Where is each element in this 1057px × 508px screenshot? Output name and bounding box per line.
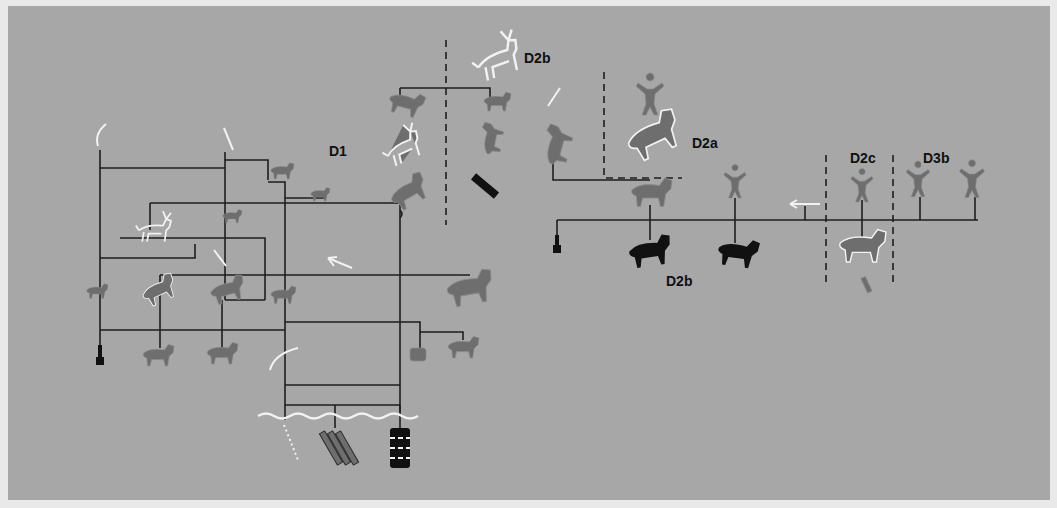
bar-figure: [335, 431, 358, 465]
white-stroke: [270, 348, 298, 370]
human-figure: [959, 160, 984, 198]
phase-divider: [892, 155, 894, 287]
animal-figure: [387, 87, 427, 119]
stick-figure: [861, 276, 872, 293]
deer-outline: [465, 28, 525, 84]
goat-figure: [627, 233, 673, 268]
sequence-line: [285, 197, 325, 199]
black-figures: [96, 173, 760, 468]
sequence-line: [553, 152, 650, 180]
phase-label: D2a: [690, 135, 720, 151]
sequence-line: [150, 203, 400, 412]
animal-figure: [138, 272, 180, 309]
sequence-line: [285, 322, 420, 350]
tool-figure: [96, 345, 104, 365]
phase-label: D2b: [522, 50, 552, 66]
sequence-line: [557, 219, 978, 221]
sequence-line: [861, 200, 863, 238]
sequence-line: [100, 329, 285, 331]
sequence-line: [120, 238, 265, 300]
stripe-figure: [471, 173, 499, 198]
animal-figure: [632, 178, 672, 206]
sequence-line: [224, 152, 226, 300]
white-arrow: [328, 257, 352, 268]
sequence-line: [804, 206, 806, 220]
sequence-line: [100, 167, 225, 169]
white-marks: [97, 88, 820, 460]
animal-figure: [448, 336, 479, 358]
white-arrow: [790, 200, 820, 208]
animal-figure: [207, 342, 238, 364]
animal-figure: [385, 170, 432, 213]
animal-figure: [143, 344, 174, 366]
cow-figure: [840, 230, 886, 262]
animal-figure: [87, 284, 108, 299]
gray-figures: [87, 73, 985, 366]
deer-outline: [136, 211, 171, 241]
outline-figures: [136, 28, 525, 309]
phase-label: D3b: [921, 150, 951, 166]
animal-figure: [223, 210, 242, 224]
sequence-line: [920, 197, 975, 220]
sequence-line: [160, 274, 470, 276]
phase-dividers: [446, 40, 893, 287]
animal-figure: [208, 274, 248, 306]
white-stroke: [97, 124, 106, 146]
sequence-line: [649, 205, 651, 240]
animal-figure: [271, 163, 294, 179]
block-stripes: [390, 438, 410, 458]
animal-figure: [311, 188, 330, 202]
phase-label: D2b: [664, 273, 694, 289]
sequence-line: [285, 404, 400, 406]
wavy-line: [258, 414, 418, 419]
phase-divider: [445, 40, 447, 225]
sequence-line: [400, 88, 490, 98]
goat-figure: [716, 236, 760, 270]
phase-label: D2c: [848, 150, 878, 166]
sequence-lines: [100, 88, 978, 428]
sequence-line: [734, 198, 736, 243]
phase-divider: [825, 155, 827, 287]
small-figure: [410, 348, 426, 361]
sequence-line: [420, 332, 463, 340]
animal-figure: [271, 286, 296, 304]
white-stroke: [214, 250, 226, 266]
human-figure: [851, 168, 873, 202]
ground: [8, 6, 1050, 500]
dotted-line: [284, 425, 298, 460]
outline-accent: [138, 272, 180, 309]
sequence-line: [99, 150, 101, 352]
tool-figure: [553, 235, 561, 253]
white-stroke: [224, 128, 233, 150]
sequence-line: [100, 244, 195, 258]
animal-figure: [539, 123, 575, 167]
sequence-line: [225, 160, 268, 180]
deer-outline: [376, 121, 426, 169]
phase-label: D1: [327, 143, 349, 159]
animal-figure: [445, 268, 496, 308]
sequence-line: [225, 299, 265, 301]
human-figure: [724, 164, 746, 198]
sequence-line: [400, 210, 402, 218]
white-stroke: [548, 88, 560, 106]
block-figure: [390, 428, 410, 468]
animal-figure: [478, 122, 505, 156]
sequence-line: [285, 384, 400, 386]
animal-figure: [484, 92, 511, 111]
sequence-line: [221, 300, 223, 348]
human-figure: [906, 161, 930, 197]
bar-figures: [319, 431, 358, 465]
human-figure: [636, 73, 664, 115]
